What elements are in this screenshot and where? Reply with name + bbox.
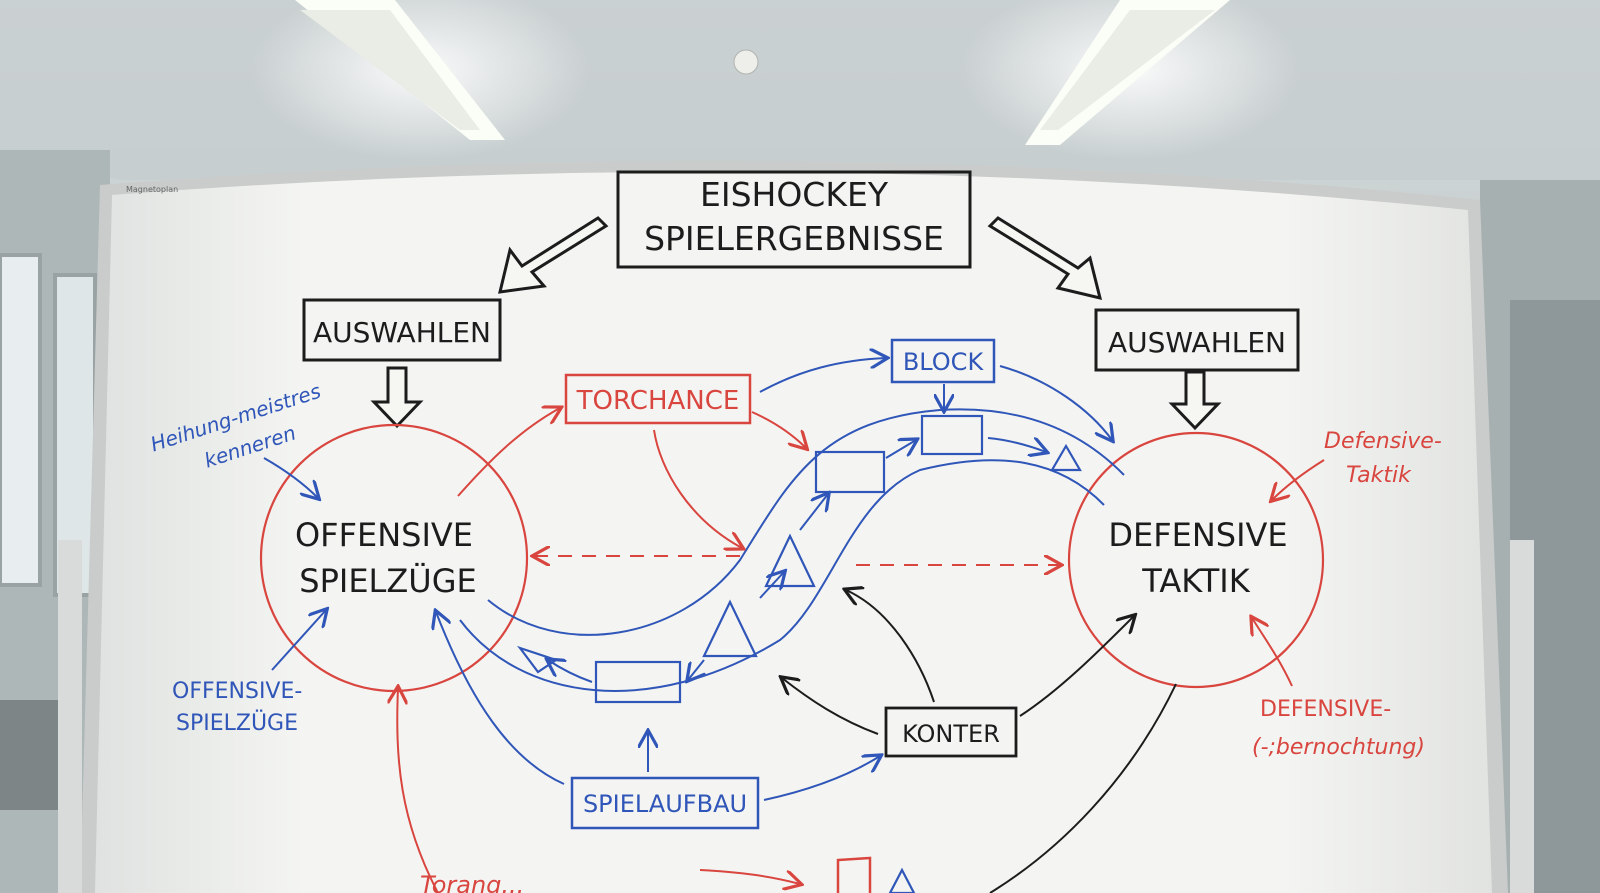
arrow-down-left-icon bbox=[498, 216, 609, 294]
channel-rect-shape bbox=[814, 450, 886, 494]
defense-circle-line2: TAKTIK bbox=[1141, 562, 1250, 600]
select-left-box bbox=[302, 298, 502, 362]
channel-triangle-shape bbox=[1050, 443, 1082, 472]
note-red-bottom-line1: DEFENSIVE- bbox=[1260, 697, 1391, 722]
channel-triangle-shape bbox=[702, 599, 758, 658]
block-box bbox=[890, 338, 996, 384]
spielaufbau-label: SPIELAUFBAU bbox=[583, 790, 747, 818]
spielaufbau-box bbox=[570, 776, 760, 830]
note-red-top-line2: Taktik bbox=[1346, 463, 1412, 488]
whiteboard-surface bbox=[95, 171, 1492, 893]
smoke-detector-icon bbox=[733, 49, 759, 75]
block-label: BLOCK bbox=[903, 348, 985, 376]
note-red-bottom-line2: (-;bernochtung) bbox=[1252, 735, 1425, 760]
select-right-box bbox=[1094, 308, 1300, 372]
offense-circle-line1: OFFENSIVE bbox=[295, 516, 473, 554]
arrow-down-icon bbox=[1168, 370, 1222, 431]
select-right-label: AUSWAHLEN bbox=[1108, 326, 1286, 359]
channel-triangle-shape bbox=[764, 533, 816, 588]
title-line2: SPIELERGEBNISSE bbox=[644, 219, 944, 258]
konter-box bbox=[884, 706, 1018, 758]
arrow-down-right-icon bbox=[987, 216, 1103, 301]
flow-channel-upper bbox=[487, 408, 1125, 636]
board-brand-label: Magnetoplan bbox=[126, 185, 178, 194]
torchance-label: TORCHANCE bbox=[576, 386, 740, 416]
select-left-label: AUSWAHLEN bbox=[313, 316, 491, 349]
title-box bbox=[616, 170, 972, 269]
ceiling-light-icon bbox=[960, 0, 1300, 160]
note-red-top-line1: Defensive- bbox=[1324, 429, 1442, 454]
defense-circle bbox=[1067, 431, 1325, 689]
title-line1: EISHOCKEY bbox=[700, 175, 889, 214]
konter-label: KONTER bbox=[902, 720, 1000, 748]
torchance-box bbox=[564, 373, 752, 425]
offense-circle-line2: SPIELZÜGE bbox=[299, 562, 476, 600]
channel-rect-shape bbox=[594, 660, 682, 704]
ceiling-light-icon bbox=[250, 0, 590, 160]
channel-rect-shape bbox=[920, 414, 984, 456]
note-blue-bottom-line2: SPIELZÜGE bbox=[176, 710, 298, 736]
flow-channel-lower bbox=[459, 459, 1105, 692]
note-red-bottom-left: Torang... bbox=[420, 871, 524, 893]
arrow-down-icon bbox=[370, 366, 424, 429]
note-blue-bottom-line1: OFFENSIVE- bbox=[172, 679, 302, 704]
defense-circle-line1: DEFENSIVE bbox=[1108, 516, 1287, 554]
